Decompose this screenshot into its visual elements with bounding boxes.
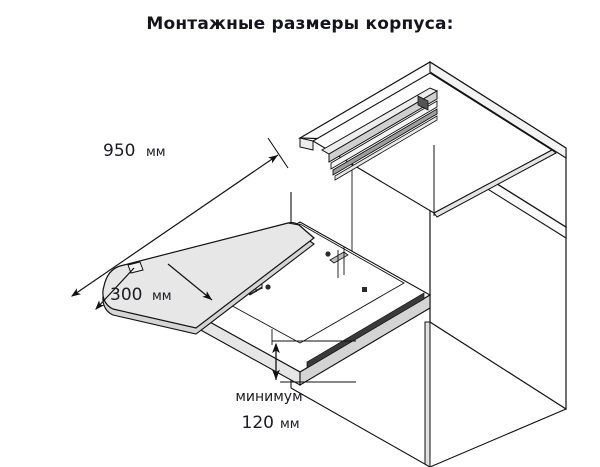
page-title: Монтажные размеры корпуса:	[146, 14, 454, 34]
slide-rail-lower	[334, 115, 438, 181]
dimension-950-unit: мм	[146, 145, 166, 160]
slide-rail-stop-block	[417, 95, 429, 111]
slide-rail-mid	[330, 100, 438, 170]
slide-rail-upper-side	[328, 90, 438, 163]
dimension-950-value: 950	[103, 141, 135, 161]
dimension-300-unit: мм	[152, 289, 172, 304]
dimension-300-line-left	[95, 267, 135, 310]
dimension-950-line	[71, 154, 279, 297]
dimension-950: 950 мм	[71, 137, 289, 297]
dimension-120-value: 120	[242, 413, 274, 433]
cabinet-bottom-left-line	[290, 387, 431, 467]
dimension-120: минимум 120 мм	[235, 329, 356, 433]
board-far-corner	[287, 222, 315, 239]
dimension-120-unit: мм	[280, 417, 300, 432]
cabinet-front-center-post	[424, 321, 431, 467]
cabinet-opening-left-stile	[299, 137, 314, 151]
pullout-frame	[168, 221, 432, 386]
dimension-300-value: 300	[110, 285, 142, 305]
dimension-950-witness	[267, 137, 289, 169]
support-bracket-right	[329, 251, 349, 264]
fixing-screw-right	[325, 251, 331, 257]
slide-rail-track	[332, 108, 438, 176]
fixing-plate	[362, 287, 367, 292]
cabinet-carcass	[290, 61, 567, 467]
cabinet-bottom-right-line	[429, 408, 567, 467]
dimension-300-line-right	[167, 263, 213, 301]
cabinet-back-top-rail	[429, 61, 567, 159]
slide-rail-mechanism	[320, 87, 439, 181]
fixing-screw-left	[265, 284, 271, 290]
dimension-120-note: минимум	[235, 389, 302, 405]
pullout-track-groove	[306, 292, 425, 369]
dimension-300: 300 мм	[95, 263, 213, 310]
cabinet-interior-rail	[433, 149, 557, 218]
